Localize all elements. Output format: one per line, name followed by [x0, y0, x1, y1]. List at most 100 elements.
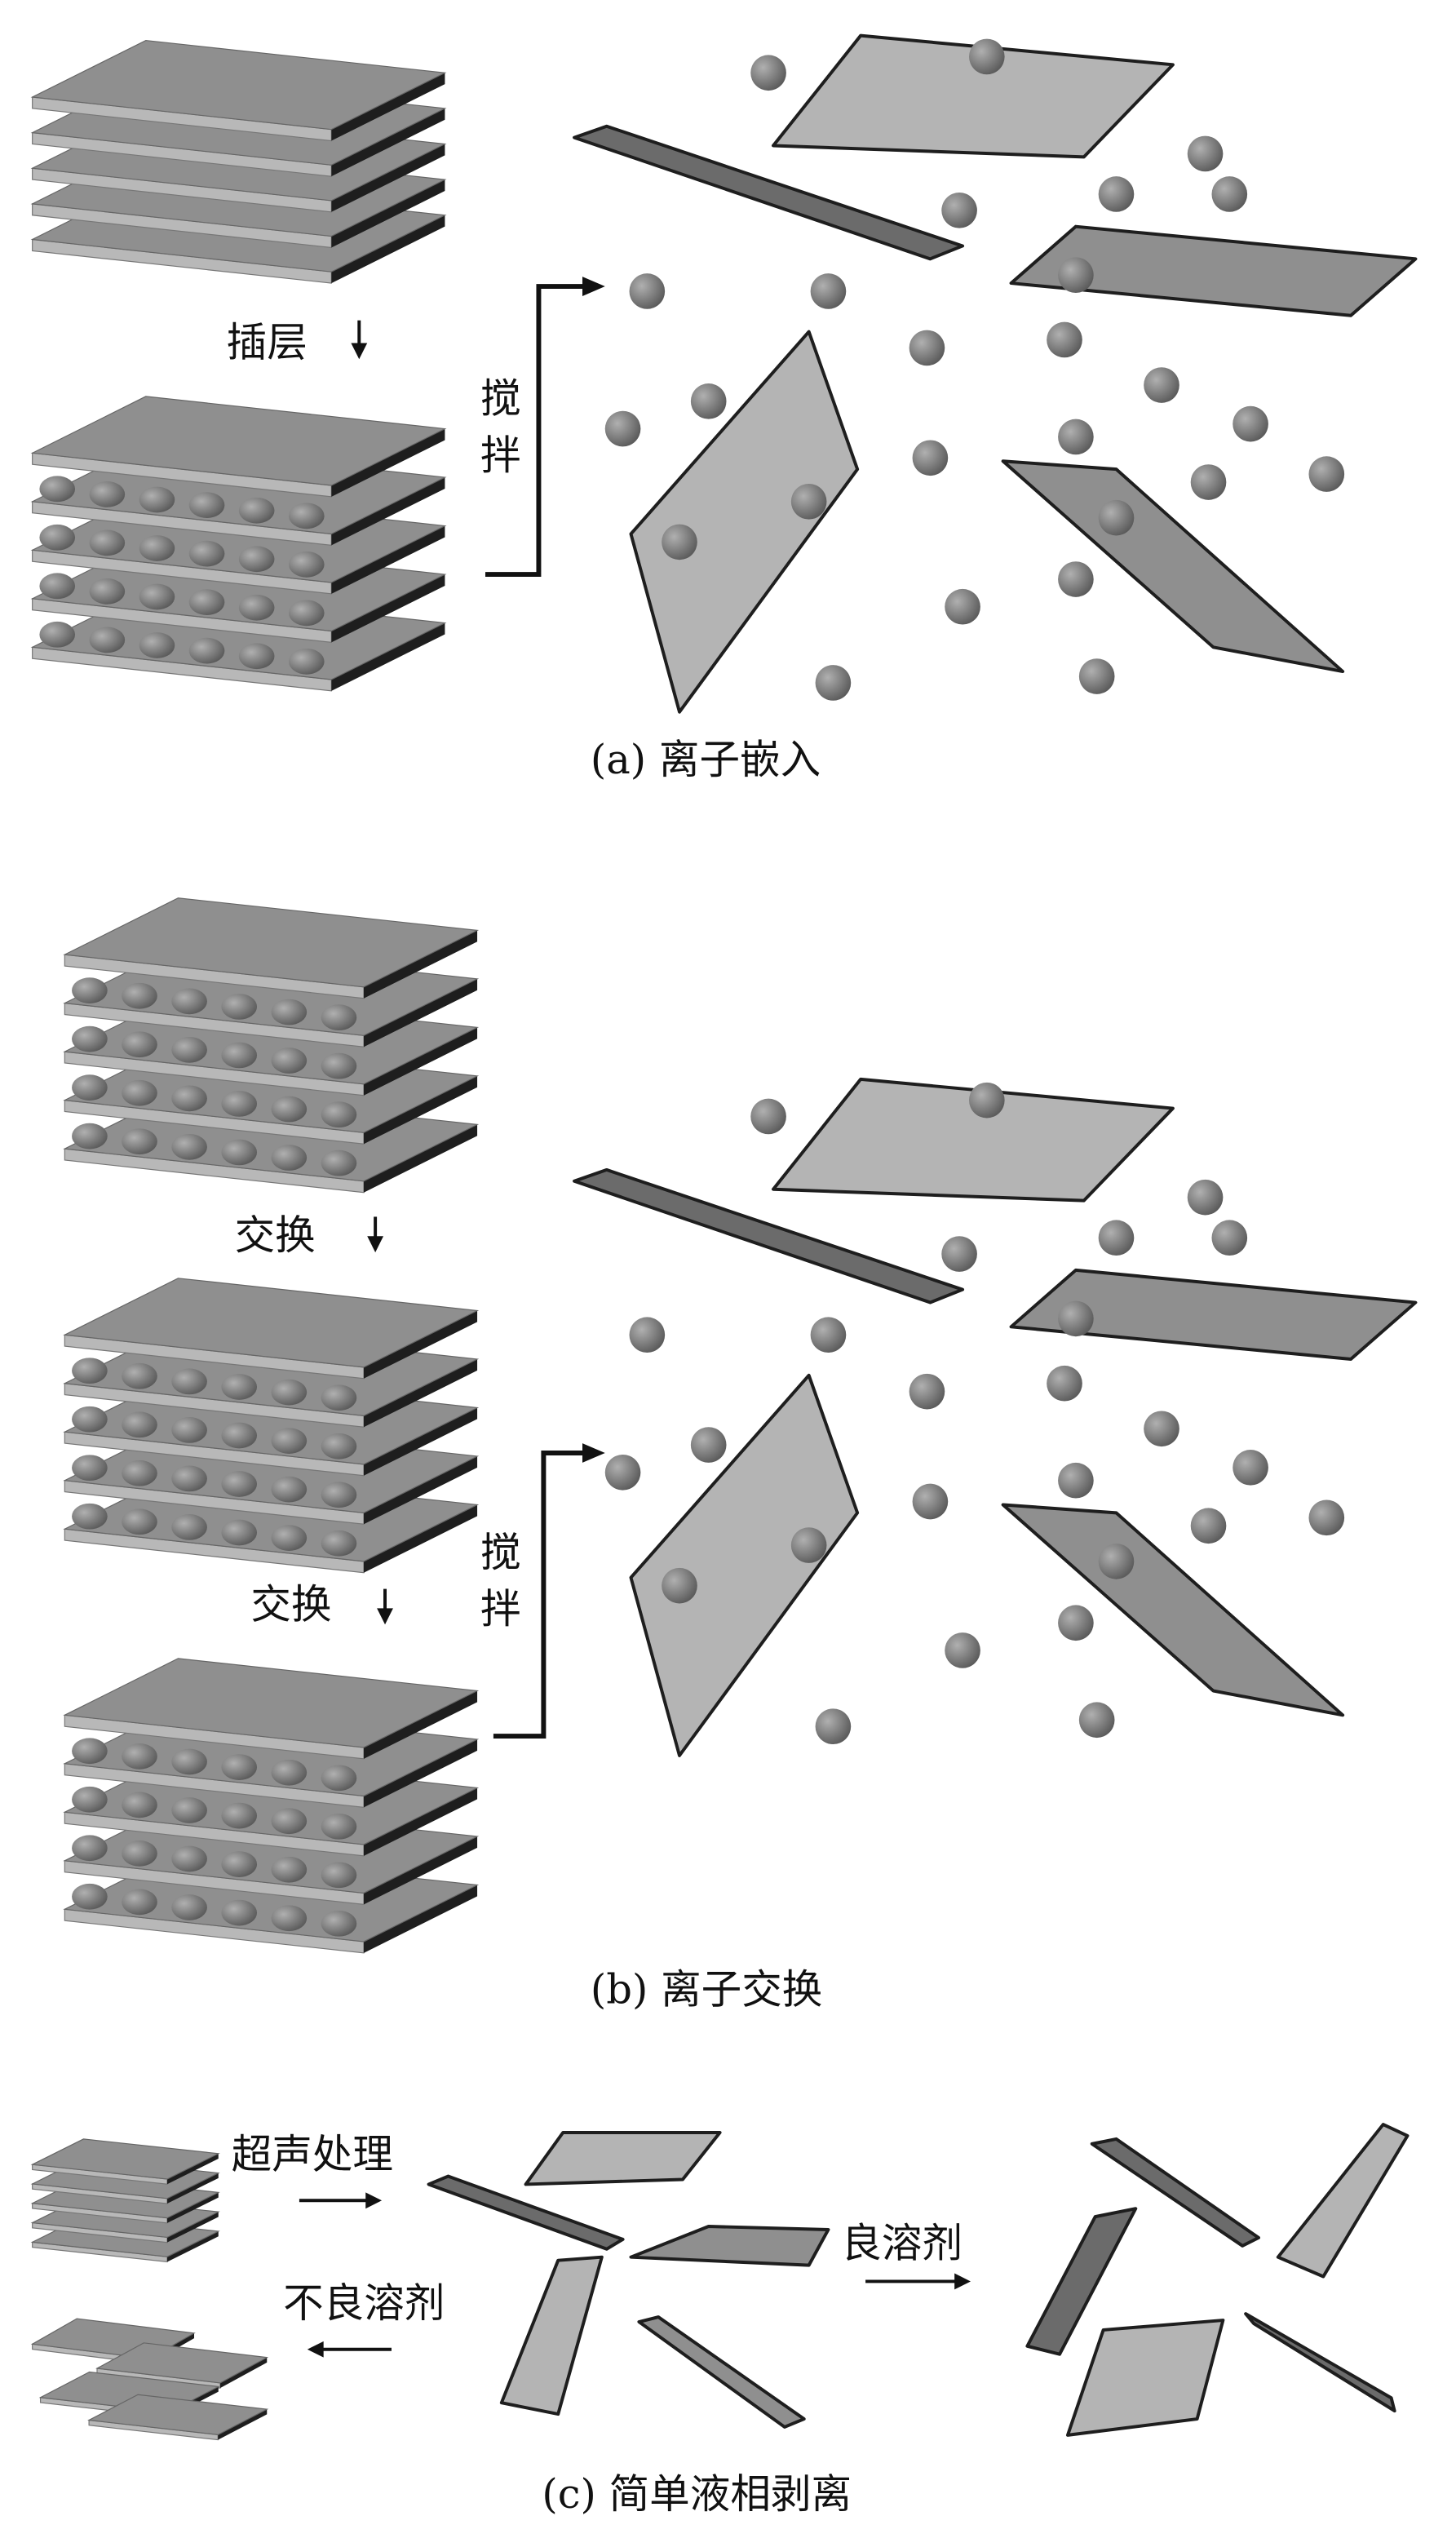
exfoliated-sheet — [1276, 2123, 1410, 2279]
ion-ball — [72, 1025, 108, 1052]
ion-ball — [122, 1031, 157, 1058]
plate-edge — [331, 179, 445, 248]
ion-ball — [139, 632, 175, 658]
ion-ball — [188, 637, 225, 664]
left-arrow-icon — [307, 2341, 392, 2358]
plate-edge — [331, 215, 445, 284]
ion-ball — [221, 1374, 258, 1400]
ion-ball — [89, 529, 126, 556]
plate-edge — [218, 2409, 268, 2440]
plate-top-face — [63, 897, 480, 988]
ion-ball — [221, 1899, 258, 1926]
ion-ball — [1058, 419, 1094, 455]
ion-ball — [912, 1483, 949, 1520]
plate-edge — [363, 1504, 478, 1573]
poor-solvent-label: 不良溶剂 — [283, 2279, 445, 2327]
exfoliated-sheet — [637, 2315, 806, 2429]
ion-ball — [221, 1851, 258, 1877]
ion-ball — [690, 383, 727, 419]
plate-edge — [363, 1787, 478, 1856]
exfoliated-sheet — [629, 330, 860, 714]
plate-edge — [167, 2153, 219, 2185]
ion-ball — [72, 1503, 108, 1530]
ion-ball — [604, 410, 641, 447]
ion-ball — [122, 1792, 157, 1818]
ion-ball — [815, 665, 852, 701]
ion-ball — [122, 1128, 157, 1155]
ion-ball — [1187, 135, 1224, 172]
ion-ball — [1047, 1365, 1082, 1402]
ion-ball — [171, 1085, 207, 1112]
ion-ball — [750, 1098, 786, 1135]
plate-edge — [363, 1739, 478, 1808]
ion-ball — [1098, 1544, 1135, 1579]
caption-a: (a) 离子嵌入 — [591, 736, 821, 783]
plate-edge — [167, 2212, 219, 2243]
intercalated-layer-stack — [63, 897, 480, 1194]
ion-ball — [72, 977, 108, 1003]
shapes-layer — [30, 33, 1418, 2441]
exfoliated-sheet — [629, 2225, 830, 2267]
plate-edge — [331, 428, 445, 497]
right-arrow-icon — [865, 2273, 971, 2290]
ion-ball — [72, 1786, 108, 1813]
ion-ball — [171, 1417, 207, 1443]
plate-edge — [363, 1027, 478, 1096]
ion-ball — [288, 648, 325, 675]
ion-ball — [122, 982, 157, 1009]
layered-stack — [30, 2138, 220, 2263]
plate-edge — [363, 1358, 478, 1428]
ion-ball — [1190, 464, 1227, 500]
ion-ball — [271, 999, 308, 1025]
ion-ball — [1058, 1300, 1094, 1337]
ion-ball — [221, 1754, 258, 1780]
ion-ball — [221, 1802, 258, 1829]
ion-ball — [968, 1082, 1005, 1118]
ion-ball — [221, 1042, 258, 1069]
ion-ball — [221, 1519, 258, 1546]
ion-ball — [945, 1632, 980, 1668]
ion-ball — [1187, 1179, 1224, 1216]
ion-ball — [968, 38, 1005, 75]
ion-ball — [909, 330, 945, 366]
exfoliated-sheet — [629, 1373, 860, 1757]
ion-ball — [604, 1454, 641, 1491]
intercalation-label: 插层 — [227, 318, 308, 365]
plate-edge — [331, 622, 445, 691]
stir-label-1: 搅 — [480, 1529, 521, 1576]
ion-ball — [271, 1759, 308, 1786]
ion-ball — [72, 1406, 108, 1433]
panel-b: 交换 交换 搅 拌 (b) 离子交换 — [235, 1211, 823, 2013]
plate-edge — [363, 1690, 478, 1759]
exfoliated-sheet — [1001, 1503, 1345, 1717]
ion-ball — [171, 1036, 207, 1063]
plate-top-face — [95, 2342, 269, 2384]
plate-edge — [167, 2230, 219, 2262]
down-arrow-icon — [377, 1588, 393, 1625]
intercalated-layer-stack — [63, 1278, 480, 1574]
plate-edge — [331, 477, 445, 546]
ion-ball — [238, 497, 275, 524]
ion-ball — [790, 1527, 827, 1563]
stir-arrow-icon — [485, 277, 605, 578]
ion-ball — [139, 486, 175, 513]
plate-edge — [363, 1836, 478, 1905]
ion-ball — [945, 588, 980, 625]
plate-edge — [363, 1075, 478, 1145]
ion-ball — [1233, 1450, 1268, 1486]
ion-ball — [171, 1465, 207, 1492]
stir-label-1: 搅 — [480, 375, 521, 423]
ion-ball — [238, 594, 275, 621]
ion-ball — [1058, 1605, 1094, 1641]
ion-ball — [221, 994, 258, 1020]
ion-ball — [171, 988, 207, 1015]
exchange-label-2: 交换 — [250, 1580, 331, 1628]
ion-ball — [662, 1567, 697, 1604]
ion-ball — [321, 1384, 357, 1411]
plate-edge — [363, 1885, 478, 1953]
plate-edge — [331, 73, 445, 141]
stir-arrow-icon — [493, 1443, 605, 1739]
caption-b: (b) 离子交换 — [591, 1965, 823, 2013]
stir-label-2: 拌 — [480, 1585, 521, 1632]
plate-edge — [331, 144, 445, 212]
